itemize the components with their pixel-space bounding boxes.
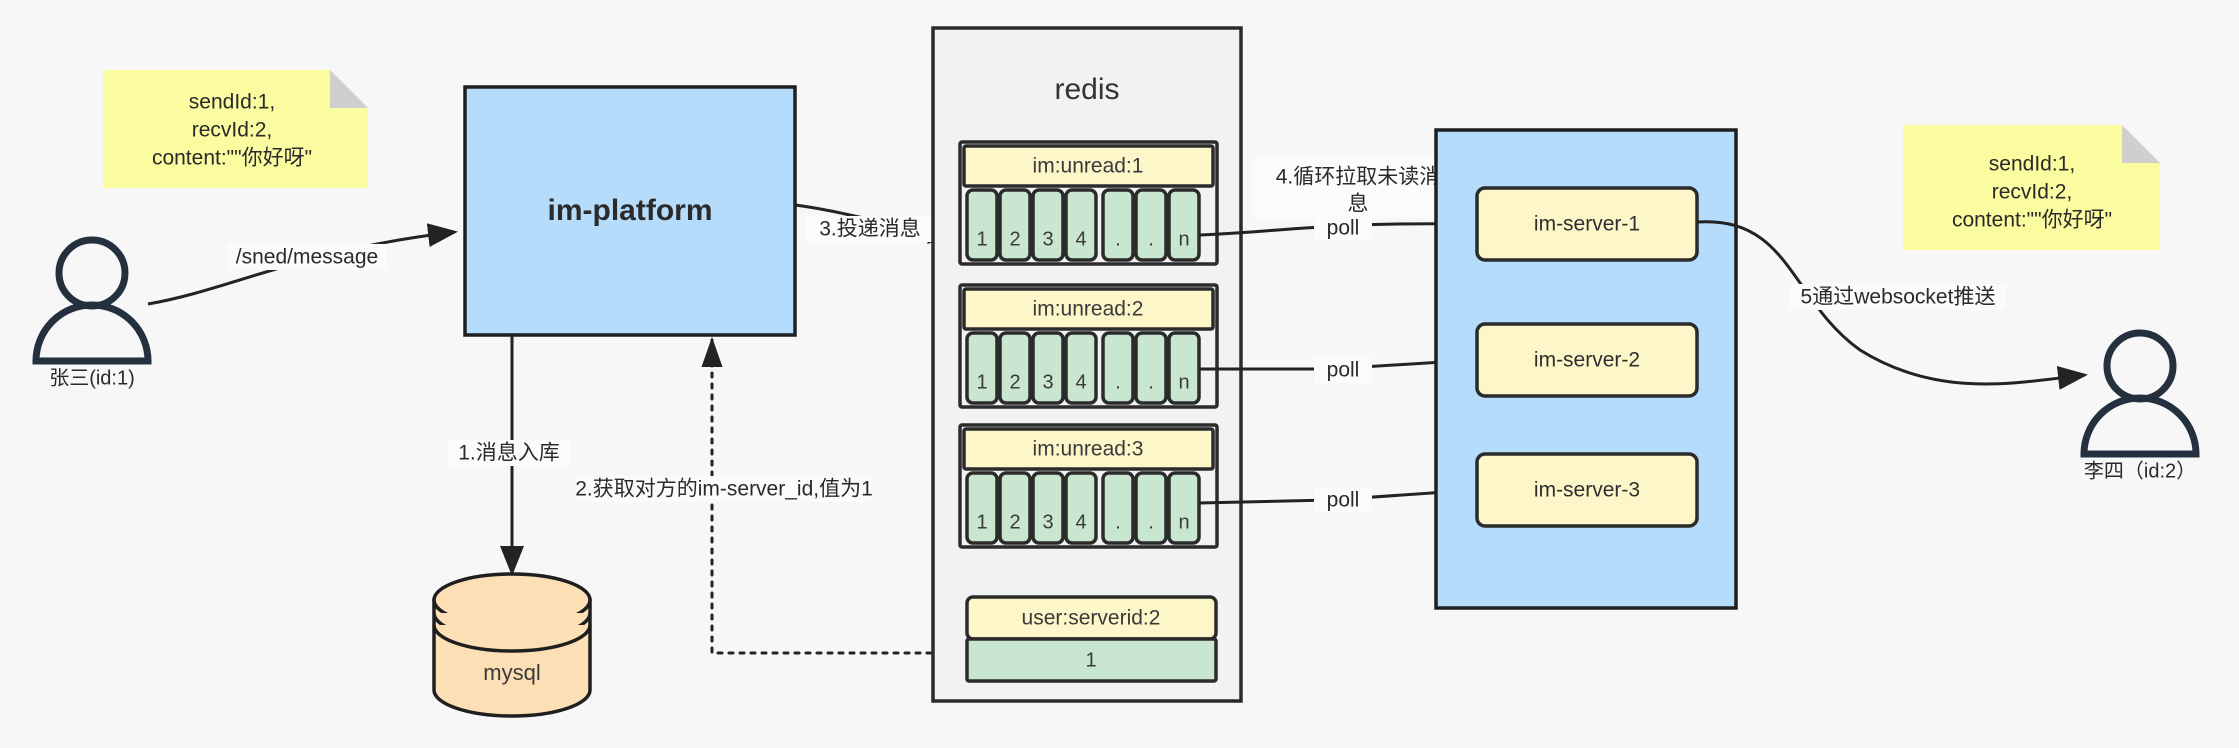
- note-right-line-3: content:""你好呀": [1952, 209, 2112, 232]
- redis-list-2: im:unread:2 1 2 3 4 . . n: [958, 283, 1219, 409]
- cell: 4: [1075, 371, 1086, 393]
- sticky-note-right: sendId:1, recvId:2, content:""你好呀": [1903, 125, 2160, 250]
- redis-list-2-key-box[interactable]: [962, 287, 1215, 331]
- cell: 3: [1042, 371, 1053, 393]
- im-server-1-box[interactable]: [1475, 186, 1699, 262]
- note-left-line-3: content:""你好呀": [152, 147, 312, 170]
- cell: n: [1178, 371, 1189, 393]
- redis-list-3-key: im:unread:3: [1033, 438, 1144, 461]
- note-left-line-2: recvId:2,: [192, 119, 273, 142]
- redis-string-value: 1: [1085, 649, 1096, 671]
- edge-step5-label-bg: [1790, 284, 2006, 310]
- actor-left-label: 张三(id:1): [49, 366, 135, 389]
- edge-step2-label: 2.获取对方的im-server_id,值为1: [575, 478, 873, 501]
- note-left-line-1: sendId:1,: [189, 91, 275, 114]
- edge-poll-2-label-bg: [1314, 357, 1372, 383]
- redis-list-1-key: im:unread:1: [1033, 155, 1144, 178]
- redis-list-1: im:unread:1 1 2 3 4 . . n: [958, 140, 1219, 266]
- im-server-3-box[interactable]: [1475, 452, 1699, 528]
- redis-string-entry: user:serverid:2 1: [965, 595, 1218, 683]
- edge-poll-1-label-bg: [1314, 215, 1372, 241]
- redis-list-2-cells: 1 2 3 4 . . n: [965, 331, 1201, 405]
- edge-step4-label-line1: 4.循环拉取未读消: [1276, 166, 1441, 189]
- edge-poll-1: [1198, 211, 1478, 237]
- sticky-note-left: sendId:1, recvId:2, content:""你好呀": [103, 70, 368, 188]
- cell: 2: [1009, 228, 1020, 250]
- cell: 4: [1075, 228, 1086, 250]
- edge-send-message-label: /sned/message: [236, 246, 378, 269]
- im-server-2-box[interactable]: [1475, 322, 1699, 398]
- redis-list-2-key: im:unread:2: [1033, 298, 1144, 321]
- cell: 1: [976, 228, 987, 250]
- mysql-cylinder[interactable]: [432, 572, 592, 718]
- redis-list-1-cells: 1 2 3 4 . . n: [965, 188, 1201, 262]
- cell: n: [1178, 228, 1189, 250]
- edge-send-message-label-bg: [228, 244, 386, 270]
- edge-poll-3-label: poll: [1327, 489, 1360, 512]
- redis-list-1-key-box[interactable]: [962, 144, 1215, 188]
- cell: .: [1115, 511, 1121, 533]
- im-server-2-label: im-server-2: [1534, 349, 1640, 372]
- cell: n: [1178, 511, 1189, 533]
- cell: .: [1115, 371, 1121, 393]
- im-server-3-label: im-server-3: [1534, 479, 1640, 502]
- cell: 3: [1042, 511, 1053, 533]
- edge-step3-label-bg: [806, 216, 934, 242]
- note-right-line-1: sendId:1,: [1989, 153, 2075, 176]
- cell: 1: [976, 511, 987, 533]
- mysql-label: mysql: [483, 660, 540, 685]
- note-right-line-2: recvId:2,: [1992, 181, 2073, 204]
- im-platform-box[interactable]: [463, 85, 797, 337]
- cell: .: [1115, 228, 1121, 250]
- cell: .: [1148, 371, 1154, 393]
- edge-step1-label: 1.消息入库: [458, 442, 560, 465]
- edge-poll-1-label: poll: [1327, 217, 1360, 240]
- cell: 3: [1042, 228, 1053, 250]
- actor-right-icon: [2080, 329, 2200, 458]
- actor-left-icon: [32, 236, 152, 365]
- cell: 2: [1009, 371, 1020, 393]
- edge-get-server-id: [701, 337, 977, 655]
- edge-poll-2-label: poll: [1327, 359, 1360, 382]
- edge-step4-label-line2: 息: [1348, 193, 1369, 216]
- redis-list-3-cells: 1 2 3 4 . . n: [965, 471, 1201, 545]
- cell: 4: [1075, 511, 1086, 533]
- actor-right-label: 李四（id:2）: [2084, 459, 2196, 482]
- edge-step2-label-bg: [576, 476, 872, 502]
- cell: 2: [1009, 511, 1020, 533]
- edge-websocket-push: [1696, 220, 2088, 390]
- edge-step3-label: 3.投递消息: [819, 218, 921, 241]
- redis-list-3: im:unread:3 1 2 3 4 . . n: [958, 423, 1219, 549]
- edge-poll-3-label-bg: [1314, 487, 1372, 513]
- im-server-1-label: im-server-1: [1534, 213, 1640, 236]
- redis-title: redis: [1054, 73, 1119, 106]
- redis-string-key: user:serverid:2: [1022, 607, 1161, 630]
- cell: 1: [976, 371, 987, 393]
- edge-step4-label-bg: [1252, 158, 1464, 218]
- cell: .: [1148, 228, 1154, 250]
- redis-string-value-box[interactable]: [965, 637, 1218, 683]
- im-platform-label: im-platform: [548, 194, 713, 227]
- cell: .: [1148, 511, 1154, 533]
- edge-step5-label: 5通过websocket推送: [1801, 286, 1996, 309]
- edge-step1-label-bg: [448, 440, 570, 466]
- redis-list-3-key-box[interactable]: [962, 427, 1215, 471]
